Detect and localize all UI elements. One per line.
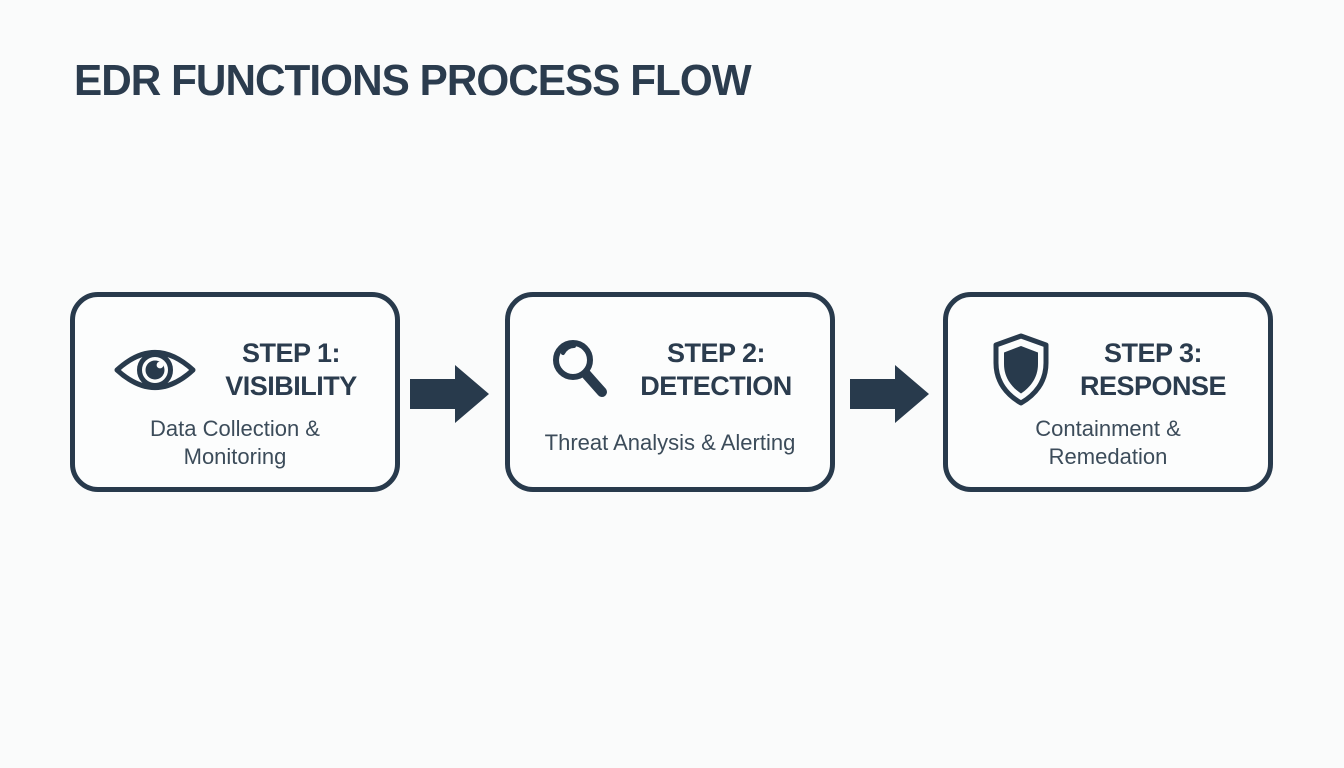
step-subtitle-line1: Containment & bbox=[1035, 415, 1181, 441]
arrow-right-icon bbox=[850, 364, 930, 424]
step-box-visibility: STEP 1: VISIBILITY Data Collection & Mon… bbox=[70, 292, 400, 492]
step-subtitle-wrap: Containment & Remedation bbox=[1035, 413, 1181, 473]
page-title: EDR FUNCTIONS PROCESS FLOW bbox=[74, 56, 752, 105]
magnifier-icon bbox=[548, 336, 612, 404]
step-heading-line1: STEP 2: bbox=[666, 338, 766, 369]
step-heading-line1: STEP 1: bbox=[241, 338, 341, 369]
step-subtitle-line2: Monitoring bbox=[183, 444, 287, 469]
step-header: STEP 1: VISIBILITY bbox=[113, 327, 357, 413]
process-flow: STEP 1: VISIBILITY Data Collection & Mon… bbox=[0, 292, 1344, 492]
step-subtitle-wrap: Data Collection & Monitoring bbox=[150, 413, 320, 473]
step-heading-line2: DETECTION bbox=[640, 371, 792, 401]
step-box-response: STEP 3: RESPONSE Containment & Remedatio… bbox=[943, 292, 1273, 492]
step-subtitle-wrap: Threat Analysis & Alerting bbox=[545, 413, 796, 473]
step-heading-line1: STEP 3: bbox=[1103, 338, 1203, 369]
step-subtitle: Data Collection & Monitoring bbox=[150, 415, 320, 471]
step-heading: STEP 3: RESPONSE bbox=[1079, 337, 1227, 403]
step-subtitle: Containment & Remedation bbox=[1035, 415, 1181, 471]
step-subtitle-line1: Data Collection & bbox=[150, 415, 320, 441]
eye-icon bbox=[113, 343, 197, 397]
arrow-right-icon bbox=[410, 364, 490, 424]
step-header: STEP 2: DETECTION bbox=[548, 327, 792, 413]
step-box-detection: STEP 2: DETECTION Threat Analysis & Aler… bbox=[505, 292, 835, 492]
step-subtitle-line1: Threat Analysis & Alerting bbox=[544, 429, 796, 455]
step-heading: STEP 1: VISIBILITY bbox=[225, 337, 357, 403]
step-subtitle-line2: Remedation bbox=[1048, 444, 1168, 469]
step-header: STEP 3: RESPONSE bbox=[990, 327, 1227, 413]
step-heading-line2: VISIBILITY bbox=[225, 371, 357, 401]
step-subtitle: Threat Analysis & Alerting bbox=[545, 429, 796, 457]
shield-icon bbox=[990, 333, 1052, 407]
step-heading-line2: RESPONSE bbox=[1079, 371, 1227, 401]
step-heading: STEP 2: DETECTION bbox=[640, 337, 792, 403]
